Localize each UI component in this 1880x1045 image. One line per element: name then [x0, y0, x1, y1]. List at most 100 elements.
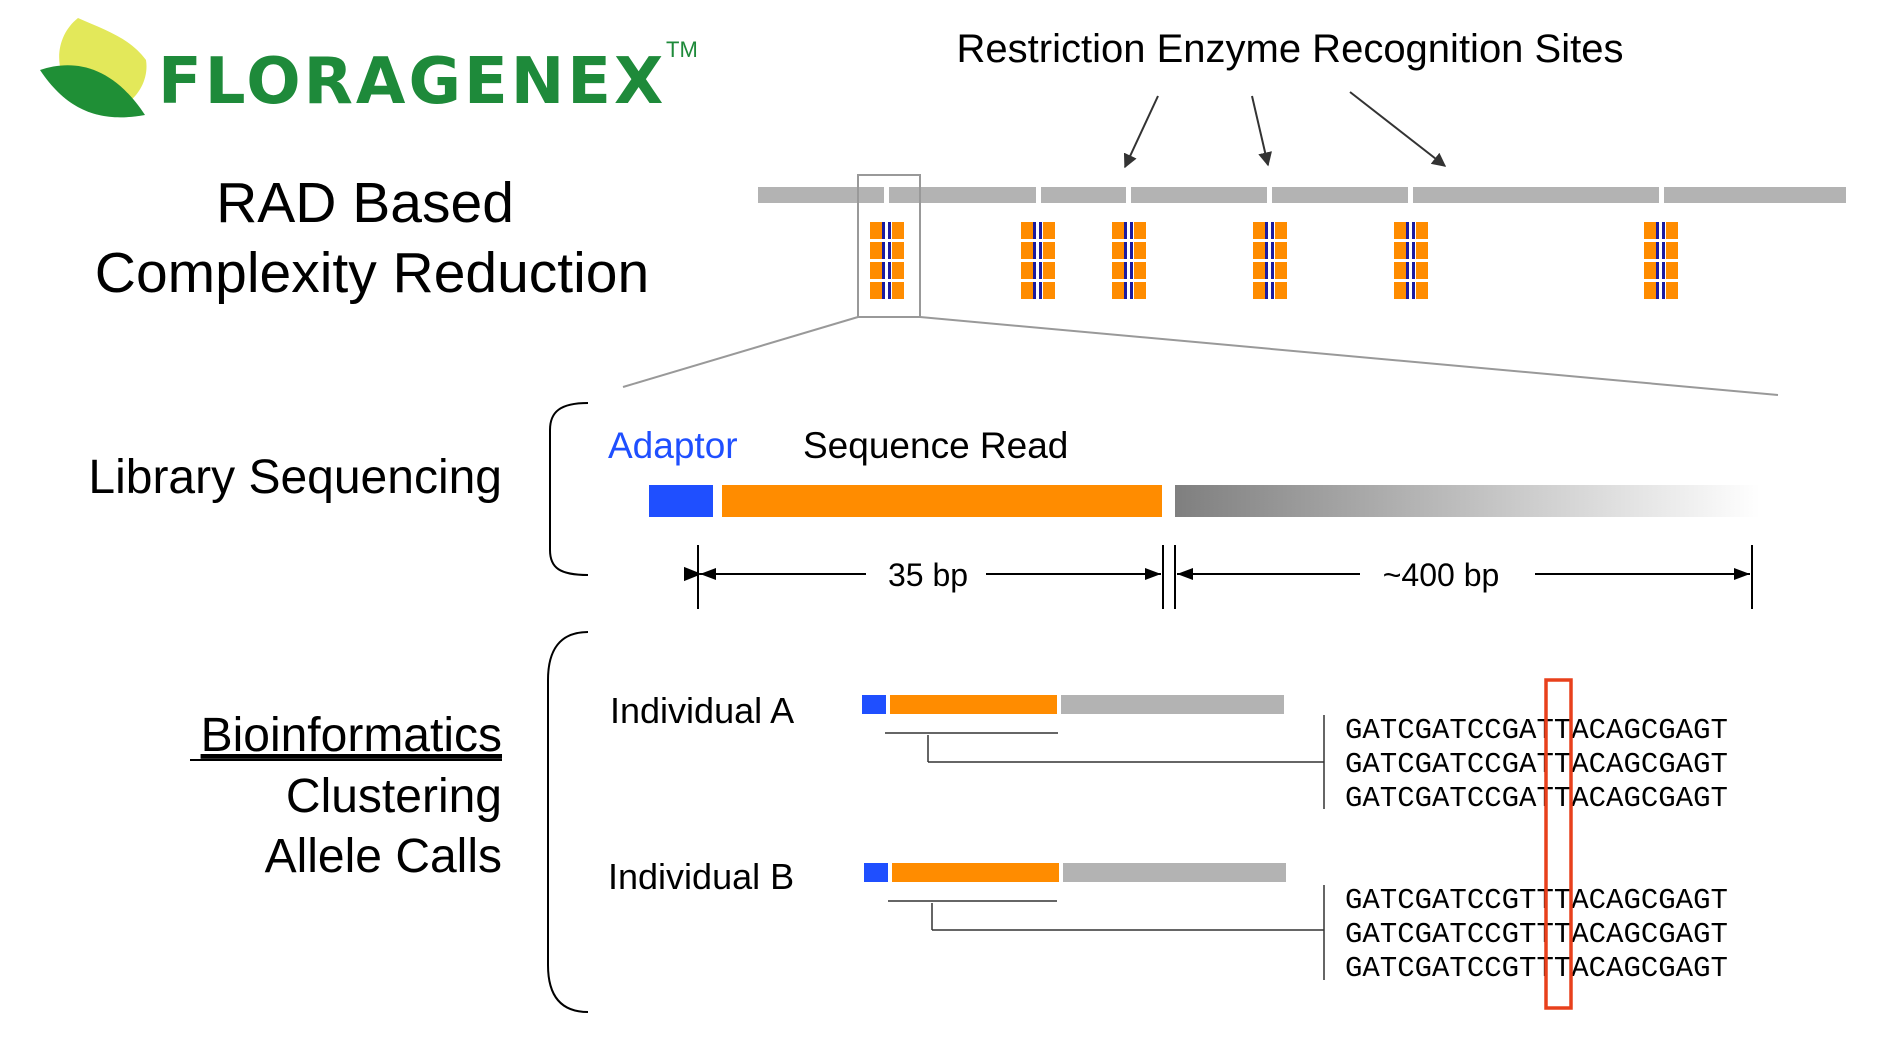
fragment-cluster	[1644, 222, 1678, 299]
fragment-piece	[1021, 262, 1033, 279]
fragment-cluster	[1112, 222, 1146, 299]
fragment-piece	[870, 242, 882, 259]
fragment-cut-mark	[1265, 242, 1268, 259]
individual-b: Individual B	[608, 856, 1325, 980]
sequence-read-row: GATCGATCCGTTTACAGCGAGT	[1345, 884, 1728, 917]
fragment-cut-mark	[1656, 242, 1659, 259]
fragment-piece	[1416, 242, 1428, 259]
fragment-cut-mark	[1124, 262, 1127, 279]
fragment-cluster	[1253, 222, 1287, 299]
fragment-cut-mark	[1039, 222, 1042, 239]
adaptor-bar	[649, 485, 713, 517]
genome-segment	[1131, 187, 1267, 203]
fragment-piece	[1416, 222, 1428, 239]
unread-fragment-bar	[1175, 485, 1760, 517]
genome-bar	[1061, 695, 1284, 714]
zoom-line-left	[622, 316, 859, 388]
fragment-cut-mark	[1130, 282, 1133, 299]
fragment-piece	[1021, 282, 1033, 299]
individual-b-label: Individual B	[608, 856, 794, 897]
fragment-clusters	[870, 222, 1678, 299]
fragment-piece	[1394, 282, 1406, 299]
fragment-cut-mark	[888, 262, 891, 279]
fragment-piece	[870, 222, 882, 239]
fragment-cut-mark	[1124, 282, 1127, 299]
fragment-piece	[1394, 242, 1406, 259]
snp-highlight-box	[1544, 678, 1573, 1010]
restriction-sites-label: Restriction Enzyme Recognition Sites	[957, 27, 1624, 71]
fragment-cut-mark	[1656, 282, 1659, 299]
fragment-cut-mark	[1033, 242, 1036, 259]
fragment-piece	[892, 262, 904, 279]
dimension-400bp: ~400 bp	[1174, 545, 1753, 609]
sequence-read-bar	[722, 485, 1162, 517]
zoom-line-right	[919, 316, 1779, 396]
fragment-cut-mark	[1124, 242, 1127, 259]
genome-segment	[889, 187, 1036, 203]
fragment-cut-mark	[1265, 282, 1268, 299]
fragment-cut-mark	[1265, 222, 1268, 239]
fragment-cut-mark	[1662, 222, 1665, 239]
fragment-piece	[1666, 282, 1678, 299]
adaptor-label: Adaptor	[608, 425, 738, 466]
allele-calls-label: Allele Calls	[265, 830, 502, 883]
fragment-cut-mark	[1656, 262, 1659, 279]
fragment-piece	[1644, 262, 1656, 279]
sequence-read-label: Sequence Read	[803, 425, 1068, 466]
measure-400bp-label: ~400 bp	[1383, 557, 1500, 593]
fragment-piece	[1666, 242, 1678, 259]
fragment-piece	[892, 282, 904, 299]
fragment-piece	[1275, 262, 1287, 279]
fragment-piece	[1112, 242, 1124, 259]
fragment-cut-mark	[1124, 222, 1127, 239]
adaptor-bar	[864, 863, 888, 882]
fragment-cut-mark	[1412, 262, 1415, 279]
fragment-piece	[1112, 222, 1124, 239]
fragment-piece	[892, 242, 904, 259]
fragment-cluster	[1394, 222, 1428, 299]
fragment-cut-mark	[1406, 282, 1409, 299]
fragment-piece	[1666, 222, 1678, 239]
read-bar	[890, 695, 1057, 714]
site-arrow	[1123, 95, 1159, 169]
individual-a: Individual A	[610, 690, 1325, 809]
fragment-piece	[1021, 242, 1033, 259]
genome-segment	[758, 187, 884, 203]
fragment-piece	[1043, 262, 1055, 279]
site-arrow	[1349, 91, 1447, 167]
fragment-cut-mark	[1271, 222, 1274, 239]
fragment-piece	[1416, 262, 1428, 279]
fragment-cut-mark	[1130, 222, 1133, 239]
fragment-piece	[1275, 222, 1287, 239]
fragment-piece	[1644, 282, 1656, 299]
genome-bar	[1063, 863, 1286, 882]
trademark-mark: TM	[666, 37, 698, 62]
fragment-cut-mark	[1039, 262, 1042, 279]
title-line-1: RAD Based	[216, 171, 514, 235]
genome-segment	[1041, 187, 1126, 203]
fragment-cluster	[870, 222, 904, 299]
leaf-dark-icon	[40, 65, 145, 118]
fragment-cut-mark	[1662, 242, 1665, 259]
sequence-read-row: GATCGATCCGATTACAGCGAGT	[1345, 748, 1728, 781]
genome-segment	[1664, 187, 1846, 203]
library-bracket	[549, 402, 589, 576]
fragment-piece	[1134, 242, 1146, 259]
fragment-cut-mark	[1662, 262, 1665, 279]
sequence-read-row: GATCGATCCGATTACAGCGAGT	[1345, 782, 1728, 815]
fragment-piece	[1134, 262, 1146, 279]
dimension-35bp: 35 bp	[683, 545, 1164, 609]
fragment-piece	[1644, 242, 1656, 259]
fragment-piece	[1253, 222, 1265, 239]
fragment-cut-mark	[1406, 262, 1409, 279]
fragment-cut-mark	[1412, 282, 1415, 299]
fragment-cut-mark	[882, 262, 885, 279]
read-bar	[892, 863, 1059, 882]
site-arrow	[1251, 95, 1272, 167]
fragment-piece	[1416, 282, 1428, 299]
fragment-piece	[1253, 242, 1265, 259]
fragment-cut-mark	[1265, 262, 1268, 279]
fragment-piece	[1644, 222, 1656, 239]
fragment-cut-mark	[1033, 222, 1036, 239]
